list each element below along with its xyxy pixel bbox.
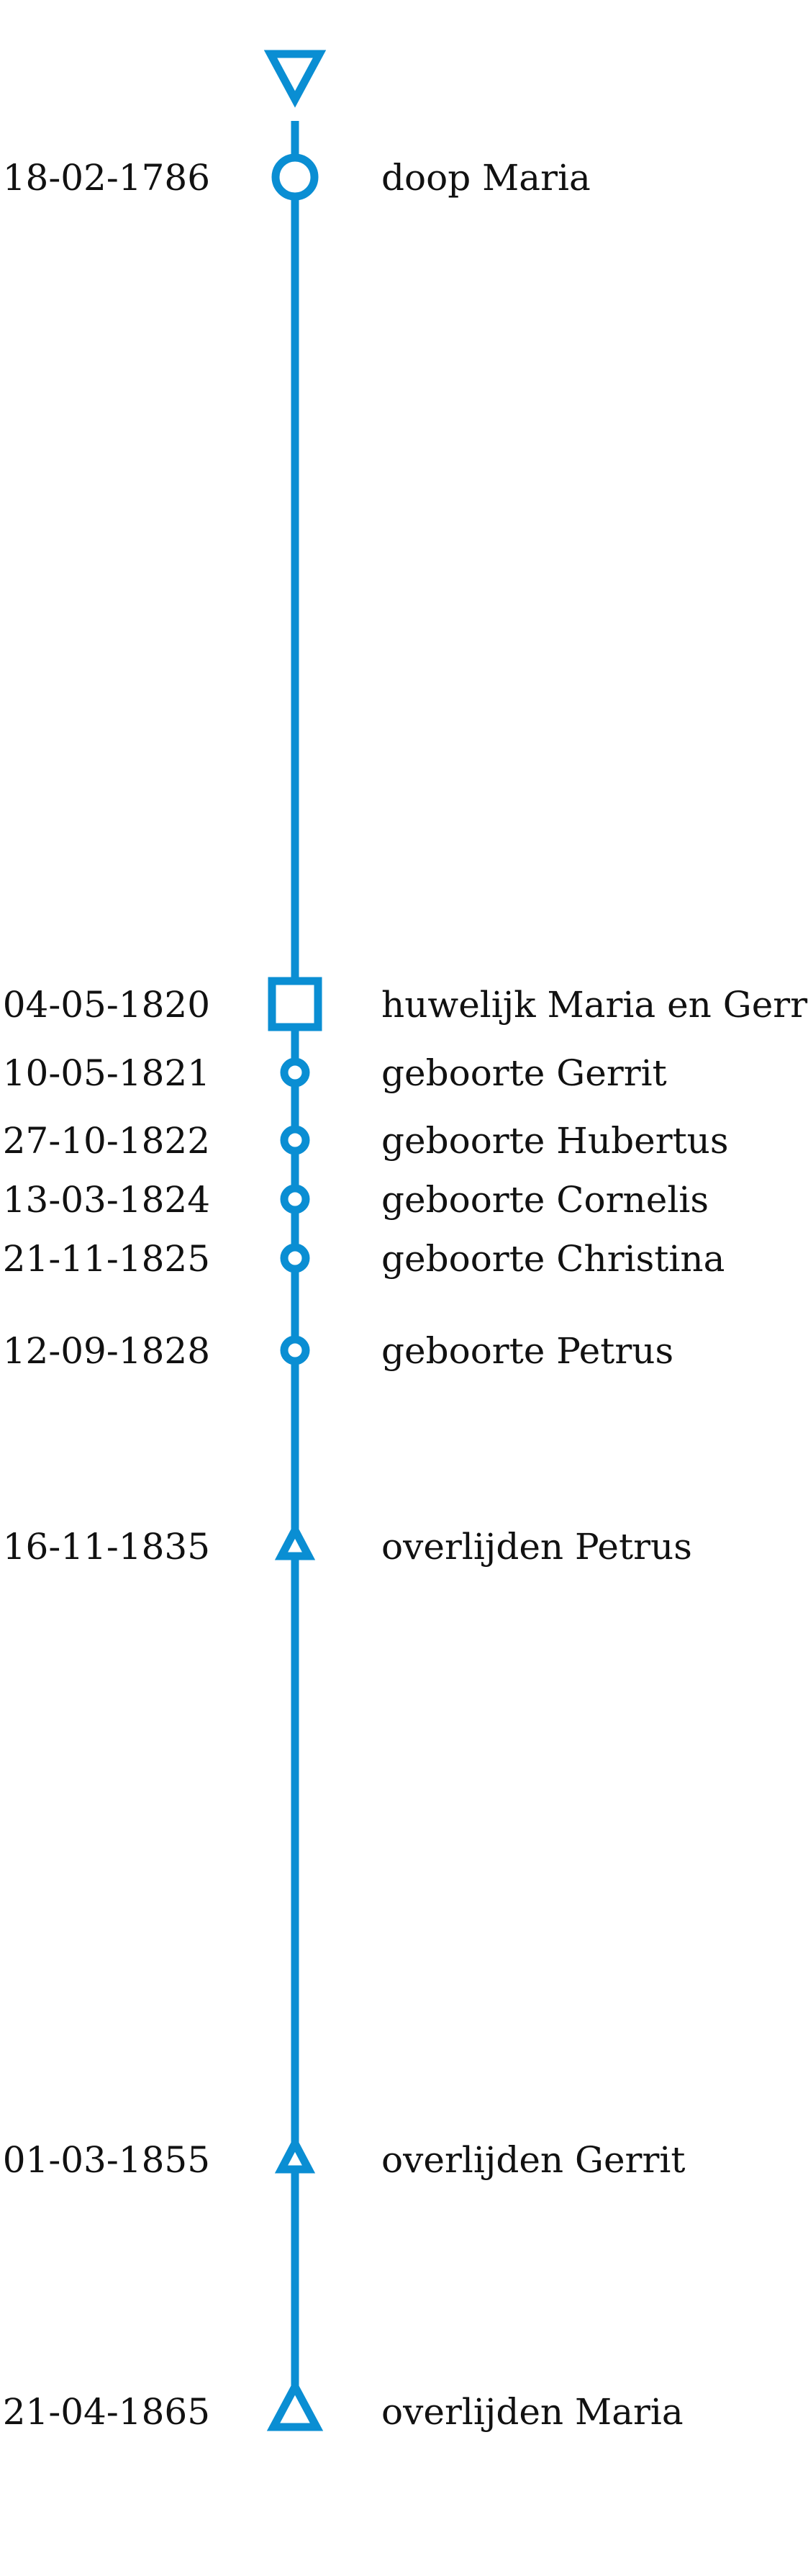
small-circle-marker-icon: [280, 1125, 310, 1155]
timeline-labels: 18-02-1786 doop Maria 04-05-1820 huwelijk M…: [3, 157, 808, 2433]
event-date: 21-11-1825: [3, 1238, 210, 1280]
event-label: overlijden Petrus: [381, 1526, 692, 1568]
small-circle-marker-icon: [280, 1184, 310, 1214]
event-date: 04-05-1820: [3, 984, 210, 1026]
event-date: 01-03-1855: [3, 2139, 210, 2181]
event-date: 16-11-1835: [3, 1526, 210, 1568]
event-date: 18-02-1786: [3, 157, 210, 199]
event-date: 13-03-1824: [3, 1179, 210, 1221]
large-circle-marker-icon: [271, 153, 319, 201]
event-label: geboorte Petrus: [381, 1330, 673, 1372]
event-label: geboorte Christina: [381, 1238, 725, 1280]
event-date: 21-04-1865: [3, 2391, 210, 2433]
event-label: overlijden Gerrit: [381, 2139, 685, 2181]
event-label: overlijden Maria: [381, 2391, 684, 2433]
event-label: geboorte Cornelis: [381, 1179, 709, 1221]
event-label: geboorte Gerrit: [381, 1052, 667, 1094]
small-triangle-marker-icon: [274, 2135, 316, 2174]
start-down-triangle-icon: [263, 50, 327, 108]
event-date: 12-09-1828: [3, 1330, 210, 1372]
timeline-markers: [263, 50, 327, 2431]
square-marker-icon: [268, 977, 322, 1031]
event-label: huwelijk Maria en Gerrit: [381, 984, 808, 1026]
small-circle-marker-icon: [280, 1335, 310, 1365]
event-label: doop Maria: [381, 157, 591, 199]
event-date: 10-05-1821: [3, 1052, 210, 1094]
large-triangle-marker-icon: [266, 2378, 324, 2431]
small-circle-marker-icon: [280, 1243, 310, 1273]
small-circle-marker-icon: [280, 1057, 310, 1088]
event-label: geboorte Hubertus: [381, 1120, 729, 1162]
event-date: 27-10-1822: [3, 1120, 210, 1162]
small-triangle-marker-icon: [274, 1522, 316, 1560]
